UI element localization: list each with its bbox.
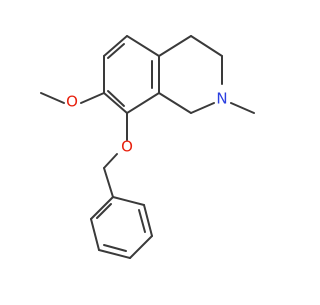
bond-c4a-c4 <box>158 35 192 57</box>
bond-c7-o-methoxy <box>80 92 105 104</box>
phenyl-aromatic-2 <box>103 244 127 252</box>
bond-n2-c1 <box>190 102 215 114</box>
ring-nitrogen-label: N <box>216 90 227 108</box>
bond-c8-c8a <box>126 92 160 114</box>
phenyl-bond-3 <box>98 249 131 259</box>
bond-n-methyl <box>230 102 255 114</box>
phenyl-bond-1 <box>90 196 114 220</box>
bond-o-methyl <box>40 92 65 104</box>
phenyl-aromatic-3 <box>138 209 146 233</box>
benzyloxy-oxygen-label: O <box>121 138 133 156</box>
bond-ch2-phenyl <box>103 167 114 198</box>
molecule-canvas: O N O <box>40 35 255 259</box>
bond-c5-c6 <box>103 35 128 57</box>
phenyl-bond-2 <box>90 218 100 251</box>
methoxy-oxygen-label: O <box>66 93 78 111</box>
bond-c4-c3 <box>190 35 223 57</box>
phenyl-bond-6 <box>112 196 145 206</box>
bond-c1-c8a <box>158 92 192 114</box>
bond-c4a-c5 <box>126 35 160 57</box>
aromatic-bond-1 <box>107 43 125 59</box>
bond-o-ch2 <box>103 153 118 169</box>
bonds <box>40 35 255 259</box>
bond-c7-c8 <box>103 92 128 114</box>
phenyl-bond-5 <box>143 204 153 237</box>
molecule-structure: O N O <box>40 35 255 259</box>
phenyl-aromatic-1 <box>96 203 112 219</box>
aromatic-bond-2 <box>107 90 125 107</box>
phenyl-bond-4 <box>129 235 153 259</box>
